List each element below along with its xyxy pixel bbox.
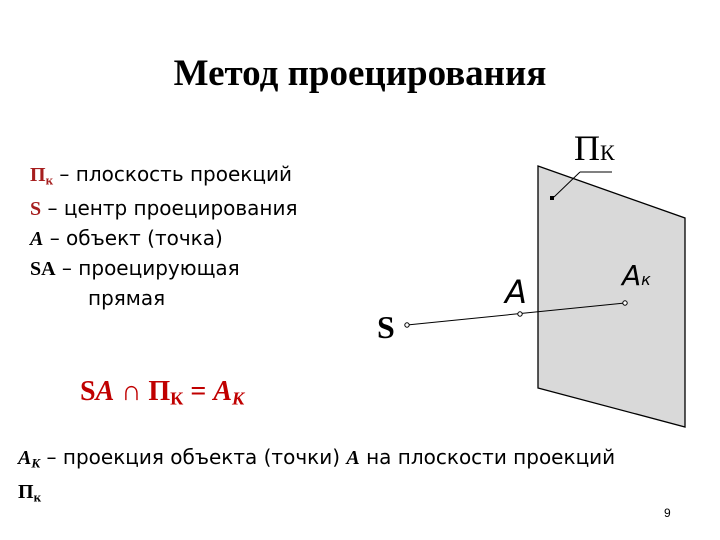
plane-label-leader: [553, 171, 581, 198]
projection-point: [622, 300, 628, 306]
slide-title: Метод проецирования: [173, 53, 547, 94]
definition-text: – центр проецирования: [41, 196, 298, 221]
object-point: [517, 311, 523, 317]
definition-center: S – центр проецирования: [30, 194, 298, 224]
projecting-ray: [406, 302, 626, 326]
projection-note: AК – проекция объекта (точки) A на плоск…: [18, 443, 618, 512]
projection-diagram: ПК S A Aк: [377, 128, 686, 428]
definition-text: – проецирующая: [55, 256, 240, 281]
formula-op: ∩: [114, 376, 149, 407]
definition-text: – объект (точка): [43, 226, 223, 251]
definition-text: прямая: [88, 286, 166, 311]
formula-eq: =: [183, 376, 214, 407]
plane-symbol: П: [30, 164, 46, 186]
definition-text: – плоскость проекций: [53, 162, 292, 186]
definition-line: SA – проецирующая: [30, 254, 298, 284]
center-symbol: S: [30, 198, 42, 221]
formula-a: A: [95, 376, 115, 407]
formula-plane-sub: К: [170, 388, 184, 409]
formula-s: S: [80, 376, 96, 407]
intersection-formula: SA ∩ ПК = AК: [80, 376, 244, 410]
definition-list: Пк – плоскость проекций S – центр проеци…: [30, 160, 298, 313]
definition-object: A – объект (точка): [30, 224, 298, 254]
note-symbol-3-sub: к: [33, 489, 42, 505]
object-label: A: [503, 273, 527, 311]
note-symbol-2: A: [346, 447, 360, 469]
formula-plane: П: [148, 376, 171, 407]
plane-symbol-sub: к: [45, 172, 54, 188]
formula-proj: A: [213, 376, 233, 407]
formula-proj-sub: К: [232, 388, 245, 409]
line-symbol: SA: [30, 258, 56, 281]
center-point: [404, 322, 410, 328]
note-symbol-3: П: [18, 481, 34, 504]
plane-label: ПК: [574, 128, 615, 168]
definition-plane: Пк – плоскость проекций: [30, 160, 298, 194]
center-label: S: [377, 309, 395, 345]
note-symbol: A: [18, 447, 32, 469]
plane-marker: [550, 196, 554, 200]
projection-plane: [537, 165, 686, 428]
note-text-2: на плоскости проекций: [359, 445, 616, 469]
note-symbol-sub: К: [31, 455, 41, 471]
projection-label: Aк: [620, 259, 651, 292]
note-text-1: – проекция объекта (точки): [40, 445, 347, 469]
page-number: 9: [664, 506, 671, 520]
object-symbol: A: [30, 228, 44, 251]
definition-line-continued: прямая: [30, 284, 298, 313]
